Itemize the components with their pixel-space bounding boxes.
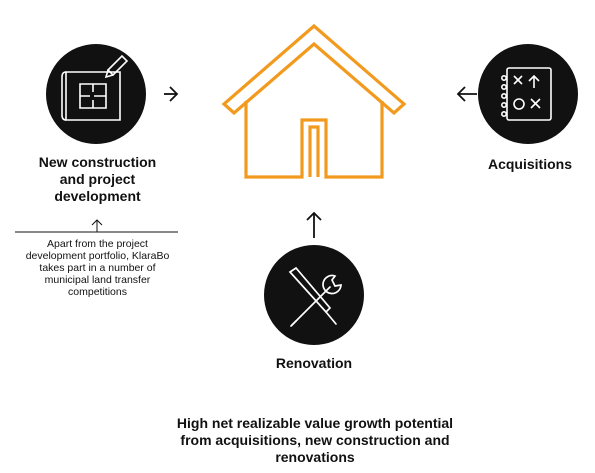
arrow-left-icon (456, 86, 477, 102)
new-construction-label: New construction and project development (0, 154, 195, 205)
description-line: municipal land transfer (44, 274, 151, 286)
footer-line1: High net realizable value growth potenti… (176, 415, 454, 431)
blueprint-icon (61, 54, 129, 121)
description-line: Apart from the project (47, 238, 148, 250)
description-line: competitions (68, 286, 127, 298)
new-construction-label-line3: development (54, 188, 141, 204)
renovation-label: Renovation (275, 355, 353, 371)
description-line: takes part in a number of (39, 262, 156, 274)
acquisitions-label: Acquisitions (487, 156, 572, 172)
house-icon (221, 23, 407, 179)
renovation-circle (264, 245, 364, 345)
footer-line2: from acquisitions, new construction and (180, 432, 450, 448)
footer-summary: High net realizable value growth potenti… (100, 415, 530, 466)
arrow-right-icon (164, 86, 179, 102)
new-construction-circle (46, 44, 146, 144)
arrow-up-icon (306, 211, 322, 238)
acquisitions-circle (478, 44, 578, 144)
new-construction-label-line2: and project (59, 171, 136, 187)
small-arrow-up-icon (91, 219, 103, 232)
tools-icon (288, 266, 342, 327)
footer-line3: renovations (275, 449, 355, 465)
description-line: development portfolio, KlaraBo (25, 250, 170, 262)
strategy-board-icon (500, 67, 552, 121)
new-construction-description: Apart from the project development portf… (15, 238, 180, 298)
new-construction-label-line1: New construction (38, 154, 157, 170)
